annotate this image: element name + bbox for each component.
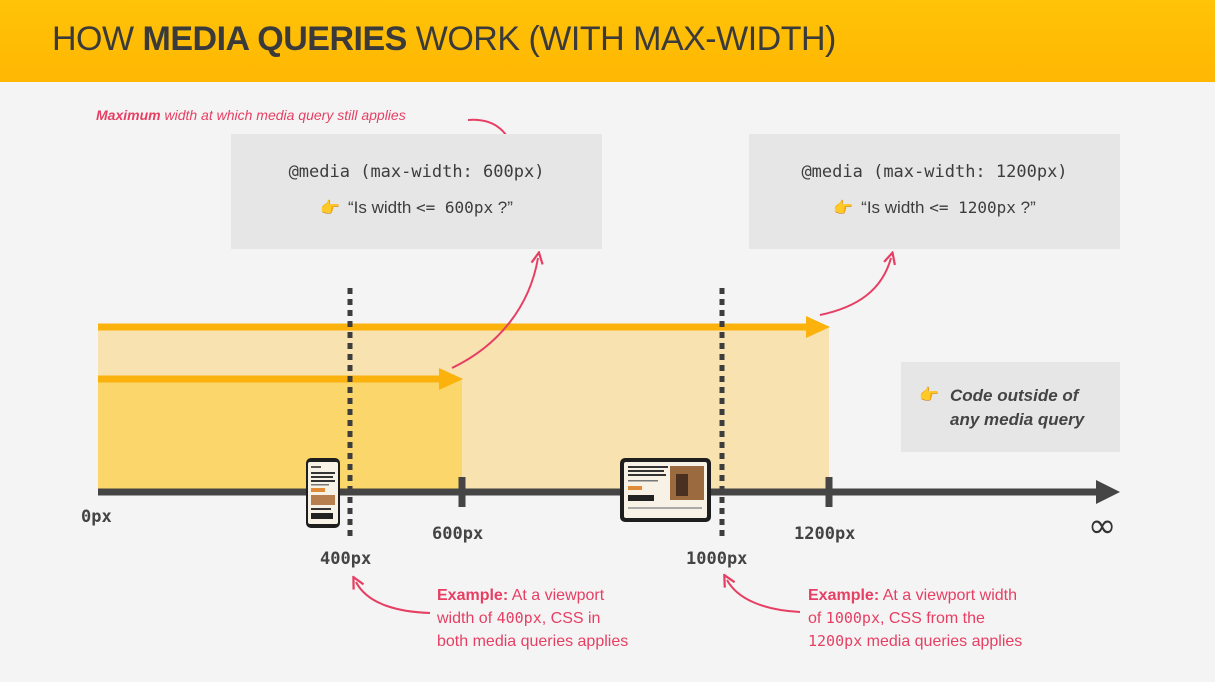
media-query-box-600: @media (max-width: 600px) 👉“Is width <= …: [231, 134, 602, 249]
range-600-shade: [98, 379, 462, 492]
pointing-hand-icon: 👉: [320, 200, 340, 217]
axis-label-600px: 600px: [432, 524, 484, 544]
title-emphasis: MEDIA QUERIES: [142, 20, 408, 58]
pointer-arrow-1200: [819, 258, 891, 316]
pointer-arrow-600: [451, 258, 538, 369]
arrow-600-head: [439, 368, 463, 390]
arrow-1200-head: [806, 316, 830, 338]
media-query-code-1200: @media (max-width: 1200px): [801, 162, 1068, 182]
axis-arrowhead: [1096, 480, 1120, 504]
phone-icon: [306, 458, 340, 528]
media-query-question-1200: 👉“Is width <= 1200px ?”: [833, 198, 1036, 217]
pointer-arrow-example-400: [356, 582, 431, 614]
example-1000-note: Example: At a viewport width of 1000px, …: [808, 587, 1023, 650]
axis-label-400px: 400px: [320, 549, 372, 569]
header-banner: HOW MEDIA QUERIES WORK (WITH MAX-WIDTH): [0, 0, 1215, 82]
tablet-icon: [620, 458, 711, 522]
axis-label-0px: 0px: [81, 507, 112, 527]
example-400-note: Example: At a viewport width of 400px, C…: [437, 587, 629, 650]
media-query-box-1200: @media (max-width: 1200px) 👉“Is width <=…: [749, 134, 1120, 249]
axis-label-1000px: 1000px: [686, 549, 748, 569]
axis-label-1200px: 1200px: [794, 524, 856, 544]
infinity-symbol: ∞: [1088, 506, 1117, 546]
outside-media-query-box: 👉 Code outside of any media query: [901, 362, 1120, 452]
pointing-hand-icon: 👉: [919, 387, 939, 404]
pointer-arrow-example-1000: [727, 580, 801, 613]
max-width-annotation: Maximum width at which media query still…: [96, 107, 406, 123]
outside-media-query-text: Code outside of any media query: [950, 386, 1085, 429]
media-query-question-600: 👉“Is width <= 600px ?”: [320, 198, 513, 217]
pointing-hand-icon: 👉: [833, 200, 854, 217]
page-title: HOW MEDIA QUERIES WORK (WITH MAX-WIDTH): [52, 20, 836, 58]
media-query-code-600: @media (max-width: 600px): [288, 162, 545, 182]
